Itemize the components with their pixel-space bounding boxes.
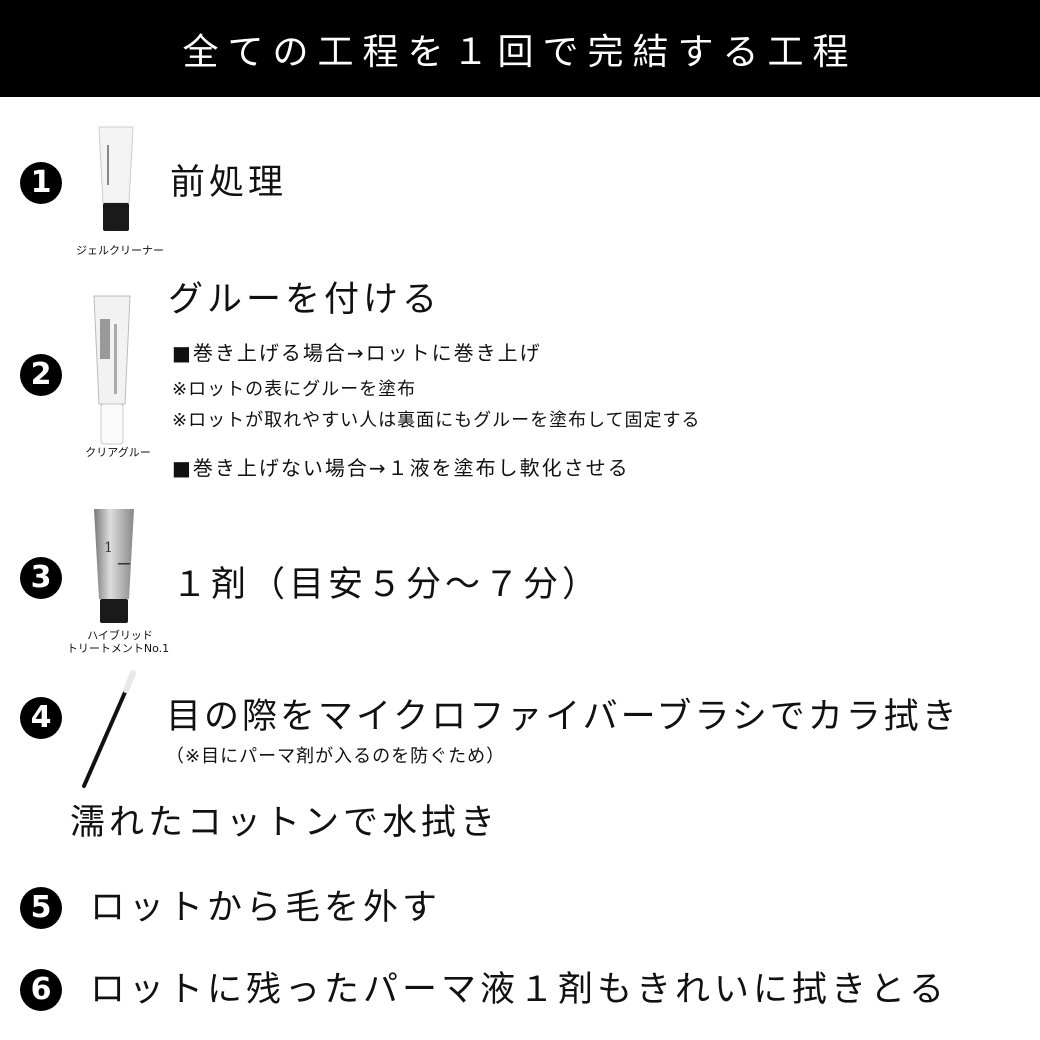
step-4-note: （※目にパーマ剤が入るのを防ぐため） [166,746,506,767]
gel-cleaner-tube-icon [98,126,134,231]
step-2-title: グルーを付ける [168,280,442,320]
step-6-badge: 6 [20,969,62,1011]
product-caption: ハイブリッド [87,629,153,642]
step-4-title: 目の際をマイクロファイバーブラシでカラ拭き [166,697,960,737]
step-2-line: ※ロットが取れやすい人は裏面にもグルーを塗布して固定する [172,410,701,431]
step-6-title: ロットに残ったパーマ液１剤もきれいに拭きとる [90,970,949,1010]
step-1-title: 前処理 [170,163,288,203]
product-caption: クリアグルー [85,446,151,459]
product-caption: トリートメントNo.1 [66,642,170,655]
hybrid-treatment-tube-icon: 1 [94,509,134,623]
step-4-extra: 濡れたコットンで水拭き [70,803,500,843]
step-1-badge: 1 [20,162,62,204]
step-2-line: ■巻き上げる場合→ロットに巻き上げ [172,341,542,365]
step-4-badge: 4 [20,697,62,739]
step-3-badge: 3 [20,557,62,599]
microfiber-brush-icon [82,670,136,788]
step-2-line: ■巻き上げない場合→１液を塗布し軟化させる [172,456,630,480]
step-2-badge: 2 [20,354,62,396]
step-2-line: ※ロットの表にグルーを塗布 [172,379,417,400]
product-caption: ジェルクリーナー [76,244,164,257]
page-title: 全ての工程を１回で完結する工程 [182,31,858,73]
clear-glue-tube-icon [93,295,131,445]
step-3-title: １剤（目安５分〜７分） [172,565,602,605]
step-5-title: ロットから毛を外す [90,888,442,928]
svg-text:1: 1 [104,540,113,556]
step-5-badge: 5 [20,887,62,929]
header-banner: 全ての工程を１回で完結する工程 [0,0,1040,97]
